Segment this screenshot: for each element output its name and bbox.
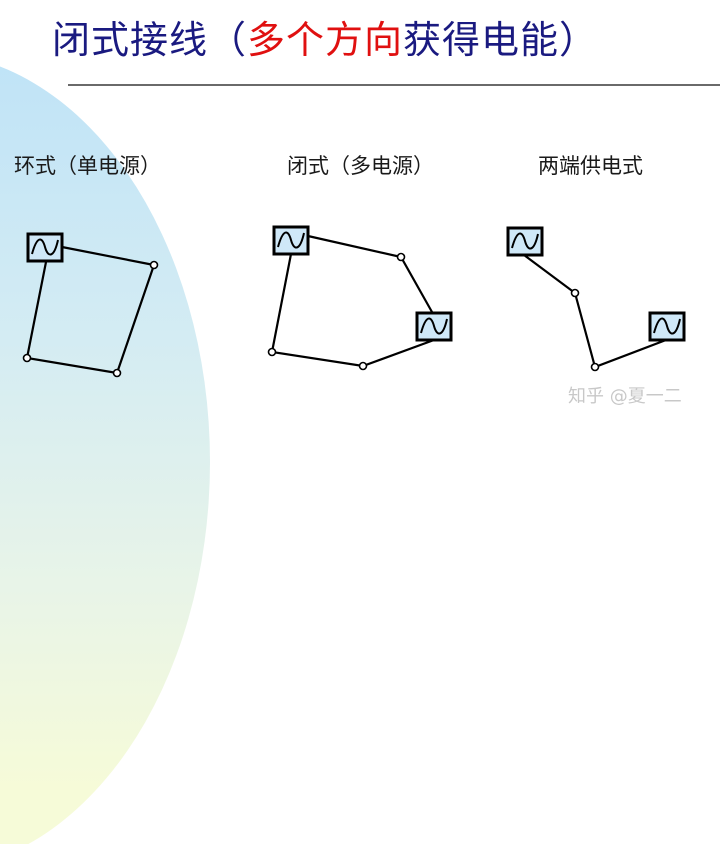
diagram-closed-multi-source <box>267 225 453 371</box>
ac-source-icon <box>506 226 544 257</box>
ac-source-icon <box>648 311 686 342</box>
bus-node-icon <box>22 353 32 363</box>
title-highlight: 多个方向 <box>247 18 404 62</box>
bus-node-icon <box>590 362 600 372</box>
ac-source-icon <box>26 232 64 263</box>
watermark: 知乎 @夏一二 <box>568 386 682 407</box>
title-part-1: 闭式接线（ <box>52 18 248 62</box>
bus-node-icon <box>358 361 368 371</box>
bus-node-icon <box>149 260 159 270</box>
title-part-3: 获得电能） <box>403 18 599 62</box>
ac-source-icon <box>272 225 310 256</box>
wiring-diagrams <box>22 225 686 378</box>
bus-node-icon <box>396 252 406 262</box>
label-closed-multi-source: 闭式（多电源） <box>287 154 434 178</box>
slide-title: 闭式接线（多个方向获得电能） <box>52 14 598 66</box>
ac-source-icon <box>415 311 453 342</box>
bus-node-icon <box>570 288 580 298</box>
diagram-two-end-supply <box>506 226 686 372</box>
bus-node-icon <box>267 347 277 357</box>
label-two-end-supply: 两端供电式 <box>538 154 643 178</box>
diagram-ring-single-source <box>22 232 159 378</box>
bus-node-icon <box>112 368 122 378</box>
label-ring-single-source: 环式（单电源） <box>14 154 161 178</box>
title-divider <box>68 84 720 86</box>
